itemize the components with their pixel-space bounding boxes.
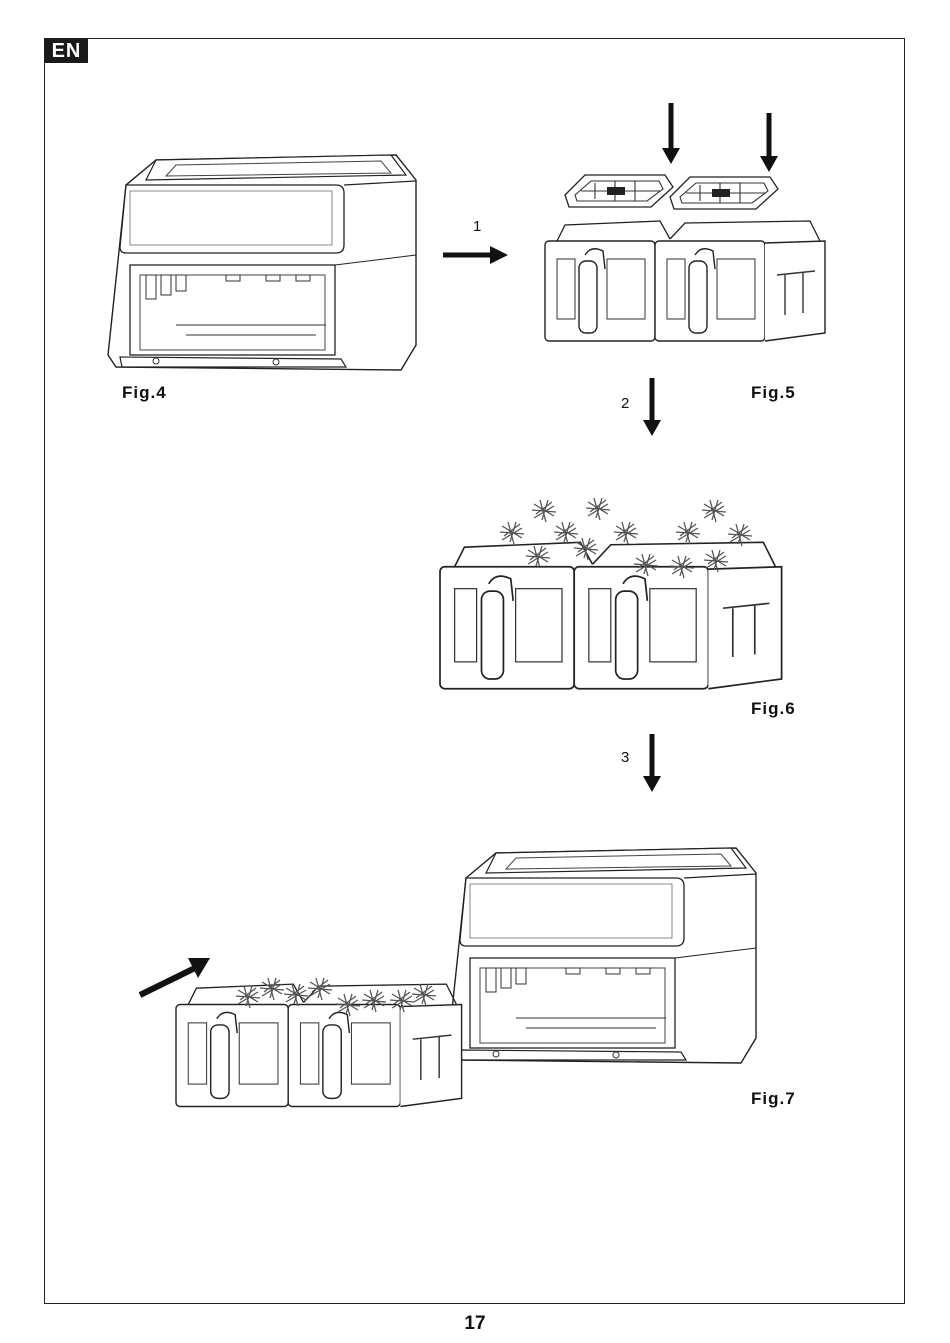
grill-plate-left bbox=[565, 175, 673, 207]
fig5-illustration bbox=[545, 103, 825, 341]
step2-arrow bbox=[643, 378, 661, 436]
insert-arrow bbox=[140, 958, 210, 995]
fig5-label: Fig.5 bbox=[751, 383, 796, 403]
step1-arrow bbox=[443, 246, 508, 264]
fig4-label: Fig.4 bbox=[122, 383, 167, 403]
fig6-label: Fig.6 bbox=[751, 699, 796, 719]
step2-number: 2 bbox=[621, 395, 629, 412]
page-number: 17 bbox=[0, 1313, 950, 1335]
step3-number: 3 bbox=[621, 749, 629, 766]
down-arrow-right bbox=[760, 113, 778, 172]
step1-number: 1 bbox=[473, 218, 481, 235]
fig6-illustration bbox=[440, 498, 782, 689]
grill-plate-right bbox=[670, 177, 778, 209]
fig7-label: Fig.7 bbox=[751, 1089, 796, 1109]
down-arrow-left bbox=[662, 103, 680, 164]
fig7-illustration bbox=[140, 848, 756, 1107]
step3-arrow bbox=[643, 734, 661, 792]
fig4-illustration bbox=[108, 155, 416, 370]
